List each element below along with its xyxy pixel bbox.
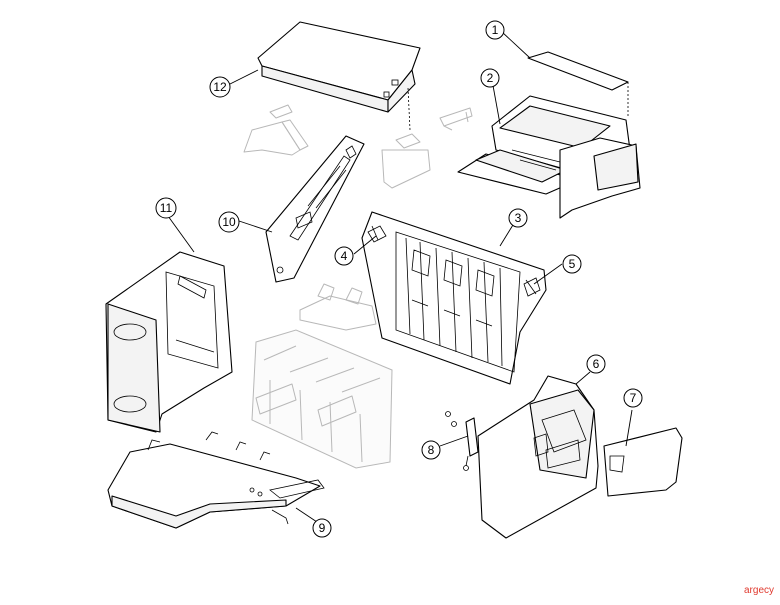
part-7-access-panel (603, 427, 683, 497)
leader-lines (167, 31, 633, 525)
svg-text:2: 2 (487, 71, 494, 85)
svg-text:10: 10 (222, 215, 236, 229)
part-5-latch-clip (523, 277, 541, 297)
svg-text:5: 5 (569, 257, 576, 271)
callout-6: 6 (586, 354, 606, 374)
part-11-side-frame (105, 251, 233, 433)
ghost-bracket-upper (299, 283, 377, 331)
svg-text:11: 11 (160, 201, 173, 215)
svg-text:1: 1 (492, 23, 499, 37)
ghost-frame-lower (251, 329, 393, 469)
ghost-mounting-bracket-left (243, 104, 309, 156)
part-12-top-cover (257, 21, 421, 131)
callout-12: 12 (209, 76, 231, 98)
watermark: argecy (743, 585, 774, 596)
svg-text:8: 8 (428, 443, 435, 457)
part-10-vertical-rail (265, 135, 365, 283)
callout-11: 11 (155, 197, 177, 219)
svg-text:4: 4 (341, 249, 348, 263)
callout-2: 2 (480, 68, 500, 88)
callout-3: 3 (508, 208, 528, 228)
callout-8: 8 (421, 440, 441, 460)
svg-text:3: 3 (515, 211, 522, 225)
svg-text:7: 7 (630, 391, 637, 405)
callout-7: 7 (623, 388, 643, 408)
callout-5: 5 (562, 254, 582, 274)
callout-4: 4 (334, 246, 354, 266)
callout-10: 10 (218, 211, 240, 233)
part-2-upper-tray-assembly (457, 95, 641, 219)
part-1-top-panel (527, 51, 629, 118)
part-8-screw-bracket (445, 411, 479, 471)
callout-9: 9 (312, 518, 332, 538)
svg-text:12: 12 (213, 80, 227, 94)
part-3-guide-frame (361, 211, 547, 385)
svg-text:6: 6 (593, 357, 600, 371)
ghost-mounting-bracket-right (381, 107, 473, 189)
part-4-latch-clip (367, 225, 387, 243)
part-6-side-door (477, 375, 599, 539)
part-9-lower-tray (107, 431, 325, 529)
callout-1: 1 (485, 20, 505, 40)
svg-text:9: 9 (319, 521, 326, 535)
